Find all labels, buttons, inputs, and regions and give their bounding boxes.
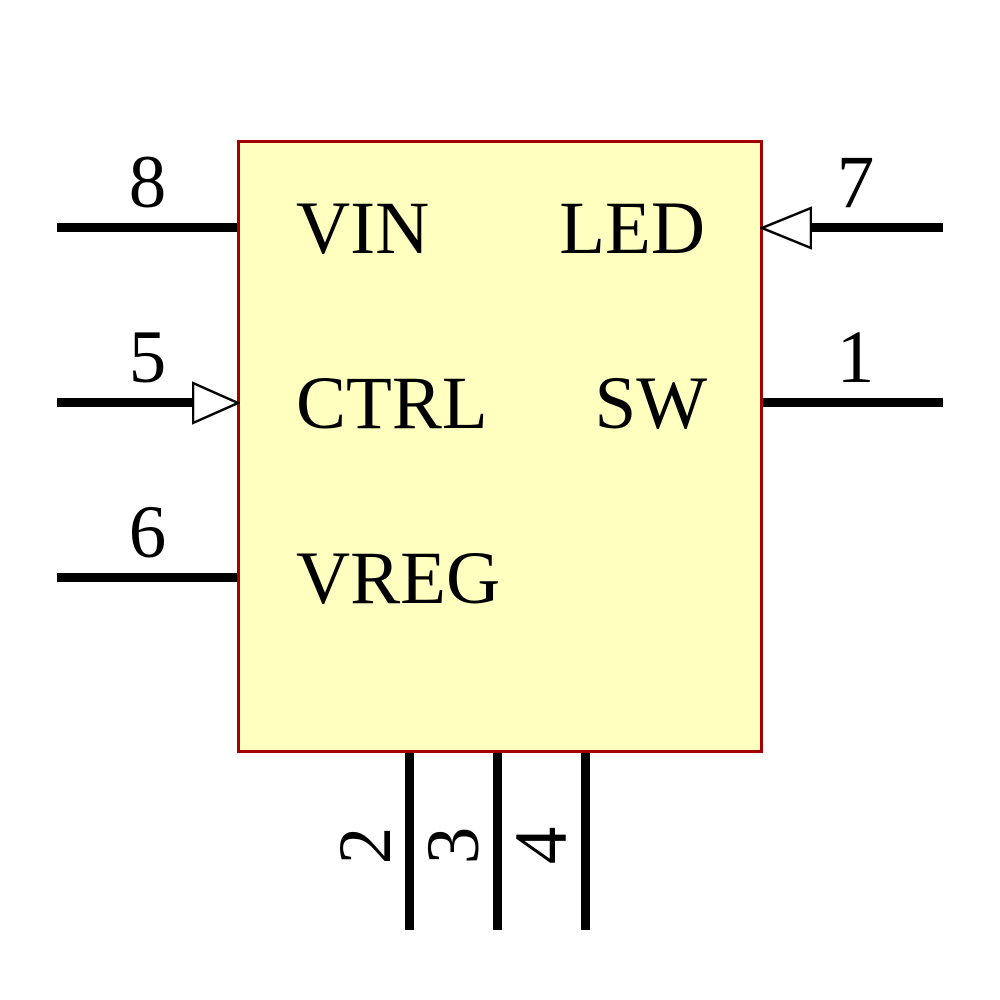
pin-label-sw: SW <box>594 362 708 445</box>
pin-3-line <box>493 753 502 930</box>
pin-number-2: 2 <box>324 826 407 865</box>
pin-5-line <box>57 398 197 407</box>
pin-label-vreg: VREG <box>296 537 501 620</box>
pin-number-7: 7 <box>836 141 875 224</box>
pin-7-line <box>810 223 943 232</box>
pin-label-led: LED <box>559 187 705 270</box>
pin-number-4: 4 <box>500 826 583 865</box>
pin-5-arrowhead-icon <box>192 381 240 425</box>
pin-6-line <box>57 573 237 582</box>
pin-7-arrowhead-icon <box>760 206 812 250</box>
pin-number-3: 3 <box>412 826 495 865</box>
pin-8-line <box>57 223 237 232</box>
pin-2-line <box>405 753 414 930</box>
pin-label-ctrl: CTRL <box>296 362 488 445</box>
pin-4-line <box>581 753 590 930</box>
ic-body <box>237 140 763 753</box>
pin-number-6: 6 <box>128 491 167 574</box>
pin-1-line <box>763 398 943 407</box>
pin-number-5: 5 <box>128 316 167 399</box>
pin-number-1: 1 <box>836 316 875 399</box>
pin-number-8: 8 <box>128 141 167 224</box>
pin-label-vin: VIN <box>296 187 430 270</box>
